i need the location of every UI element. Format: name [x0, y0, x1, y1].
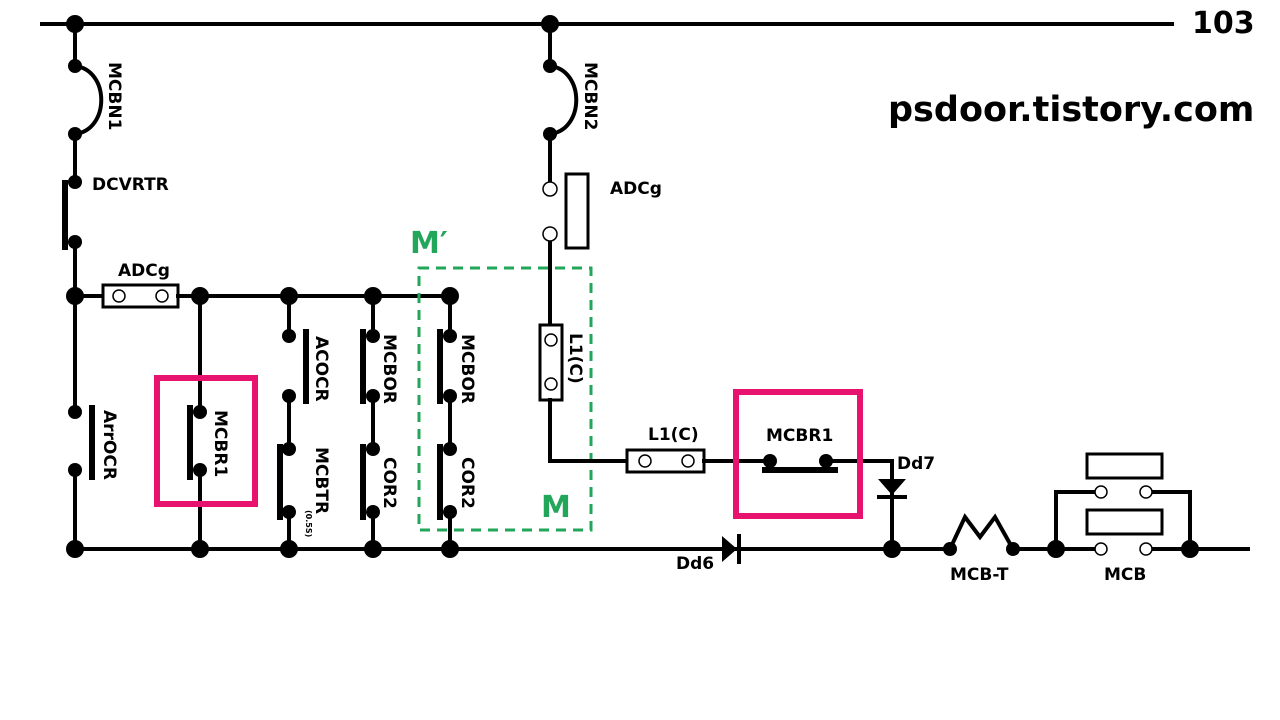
mcbn2-breaker-arc [547, 63, 579, 137]
label-mcbr1-left: MCBR1 [210, 410, 230, 477]
label-l1c-horizontal: L1(C) [648, 425, 699, 445]
label-l1c-vertical: L1(C) [565, 333, 585, 384]
label-mcbr1-right: MCBR1 [766, 426, 833, 446]
label-mcbn1: MCBN1 [104, 62, 124, 130]
dd6-diode [722, 536, 737, 562]
contact-dots [68, 59, 1020, 556]
label-adcg-left: ADCg [118, 261, 170, 281]
adcg-top-component [564, 172, 590, 250]
label-cor2-2: COR2 [457, 457, 477, 509]
label-dd7: Dd7 [897, 454, 935, 474]
label-mcb: MCB [1104, 565, 1146, 585]
label-mcb-t: MCB-T [950, 565, 1009, 585]
label-cor2-1: COR2 [379, 457, 399, 509]
label-acocr: ACOCR [311, 336, 331, 402]
mcb-upper-element [1085, 452, 1164, 480]
label-mcbor-1: MCBOR [379, 334, 399, 404]
label-m: M [541, 490, 571, 525]
mcb-lower-element [1085, 508, 1164, 536]
m-group-box [417, 266, 593, 532]
label-mcbtr-subscript: (0.5S) [304, 510, 313, 537]
label-arrocr: ArrOCR [99, 410, 119, 480]
label-mcbor-2: MCBOR [457, 334, 477, 404]
label-dd6: Dd6 [676, 554, 714, 574]
mcbr1-left-highlight [154, 375, 258, 507]
label-mcbn2: MCBN2 [580, 62, 600, 130]
label-m-prime: M′ [410, 226, 448, 261]
website-watermark: psdoor.tistory.com [888, 90, 1254, 130]
dd7-diode [878, 479, 906, 495]
label-adcg-top: ADCg [610, 179, 662, 199]
mcbn1-breaker-arc [72, 63, 104, 137]
junction-dots [66, 15, 1199, 558]
label-mcbtr: MCBTR [311, 447, 331, 514]
open-terminals [112, 181, 1153, 556]
page-number: 103 [1192, 6, 1255, 41]
label-dcvrtr: DCVRTR [92, 175, 169, 195]
mcbr1-right-highlight [733, 389, 863, 519]
